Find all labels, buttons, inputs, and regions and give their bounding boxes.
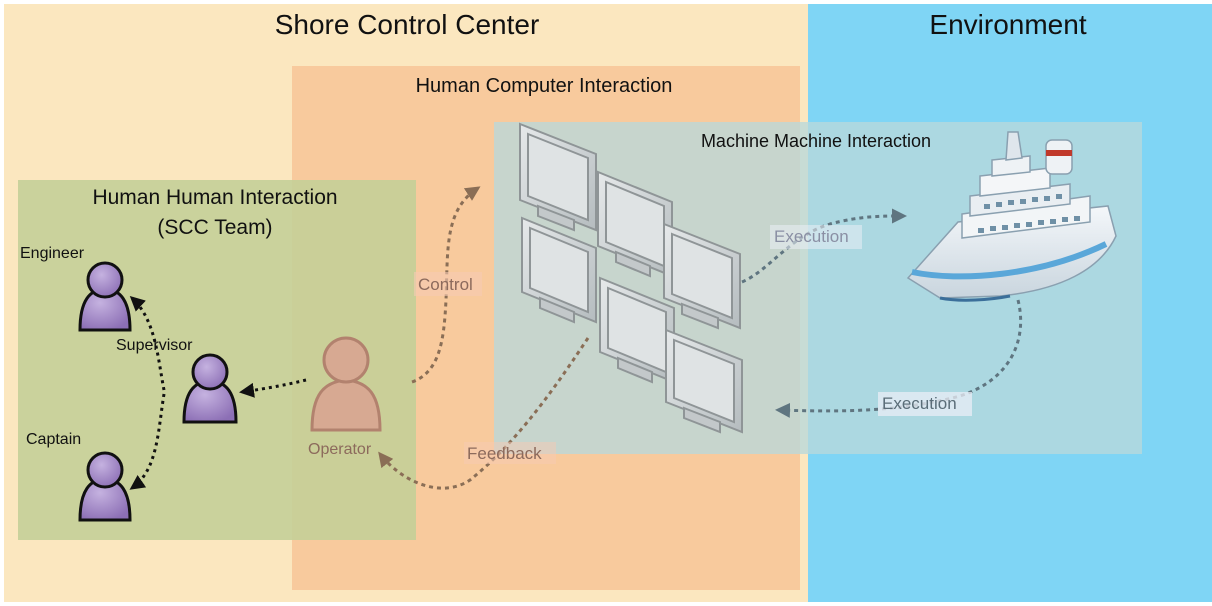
human-computer-interaction-title: Human Computer Interaction bbox=[416, 75, 673, 97]
monitor-bank-icon bbox=[519, 122, 743, 434]
execution-to-monitors-label-bg bbox=[878, 392, 972, 416]
feedback-arrow bbox=[378, 337, 590, 490]
environment-title: Environment bbox=[929, 9, 1086, 40]
execution-to-ship-label-bg bbox=[770, 225, 862, 249]
captain-label: Captain bbox=[26, 431, 81, 448]
engineer-person-icon bbox=[78, 261, 132, 332]
scc-team-subtitle: (SCC Team) bbox=[157, 216, 272, 239]
control-arrow bbox=[411, 186, 481, 384]
execution-to-monitors-label: Execution bbox=[882, 394, 957, 413]
supervisor-to-engineer-arrow bbox=[129, 295, 166, 391]
engineer-label: Engineer bbox=[20, 245, 85, 262]
operator-person-icon bbox=[310, 336, 382, 432]
captain-person-icon bbox=[78, 451, 132, 522]
feedback-label: Feedback bbox=[467, 444, 542, 463]
operator-to-supervisor-arrow bbox=[239, 378, 307, 398]
control-label-bg bbox=[414, 272, 482, 296]
execution-to-ship-arrow bbox=[741, 208, 907, 284]
human-human-interaction-title: Human Human Interaction bbox=[92, 186, 337, 209]
supervisor-person-icon bbox=[182, 353, 238, 424]
shore-control-center-title: Shore Control Center bbox=[275, 9, 540, 40]
supervisor-to-captain-arrow bbox=[129, 393, 166, 490]
execution-to-ship-label: Execution bbox=[774, 227, 849, 246]
control-label: Control bbox=[418, 275, 473, 294]
machine-machine-interaction-title: Machine Machine Interaction bbox=[701, 131, 931, 151]
supervisor-label: Supervisor bbox=[116, 337, 193, 354]
feedback-label-bg bbox=[464, 442, 556, 464]
operator-label: Operator bbox=[308, 441, 372, 458]
ship-icon bbox=[906, 131, 1117, 302]
